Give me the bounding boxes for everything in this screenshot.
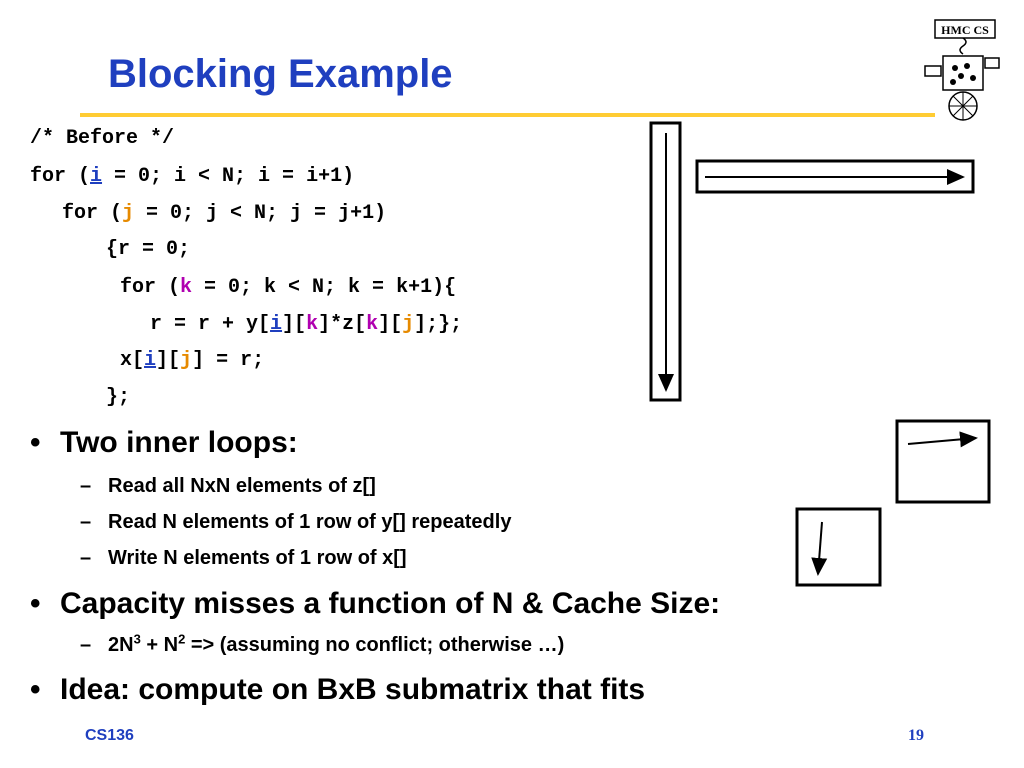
title-divider <box>80 113 935 117</box>
code-line-4: {r = 0; <box>106 238 191 261</box>
bullet-idea-submatrix: •Idea: compute on BxB submatrix that fit… <box>30 673 646 706</box>
sub-bullet-formula: –2N3 + N2 => (assuming no conflict; othe… <box>80 631 565 656</box>
code-line-2: for (i = 0; i < N; i = i+1) <box>30 165 355 188</box>
row-access-box <box>895 419 991 504</box>
code-line-6: r = r + y[i][k]*z[k][j];}; <box>150 313 463 336</box>
code-line-1: /* Before */ <box>30 127 175 150</box>
y-row-box <box>695 159 975 194</box>
sub-bullet-write-x: –Write N elements of 1 row of x[] <box>80 547 407 569</box>
logo-label: HMC CS <box>941 23 989 37</box>
slide-title: Blocking Example <box>108 52 453 96</box>
code-line-8: }; <box>106 386 131 409</box>
footer-course: CS136 <box>85 727 134 744</box>
bullet-two-inner-loops: •Two inner loops: <box>30 426 298 459</box>
z-column-box <box>649 121 682 402</box>
code-line-5: for (k = 0; k < N; k = k+1){ <box>120 276 457 299</box>
column-access-arrow <box>811 521 828 576</box>
sub-bullet-read-y: –Read N elements of 1 row of y[] repeate… <box>80 511 512 533</box>
column-access-box <box>795 507 882 587</box>
row-access-arrow <box>907 431 978 448</box>
sub-bullet-read-z: –Read all NxN elements of z[] <box>80 475 376 497</box>
code-line-3: for (j = 0; j < N; j = j+1) <box>62 202 387 225</box>
code-line-7: x[i][j] = r; <box>120 349 265 372</box>
bullet-capacity-misses: •Capacity misses a function of N & Cache… <box>30 587 721 620</box>
footer-page-number: 19 <box>908 727 924 744</box>
robot-mascot-icon: HMC CS <box>924 19 1000 121</box>
